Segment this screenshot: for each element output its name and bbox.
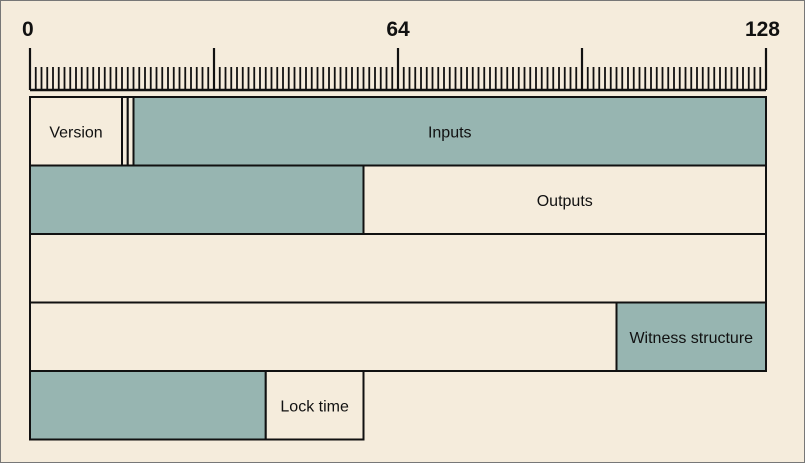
field-label-outputs: Outputs [537, 193, 593, 210]
scale-label-128: 128 [745, 18, 780, 41]
field-outputs [362, 164, 767, 235]
field-label-lock-time: Lock time [280, 398, 349, 415]
field-label-inputs: Inputs [428, 124, 472, 141]
row-1: Version Inputs [29, 96, 767, 167]
row-5: Lock time [29, 370, 365, 441]
row-3 [29, 233, 767, 304]
field-outputs-cont [29, 233, 767, 304]
field-inputs-cont [29, 164, 365, 235]
field-witness-cont [29, 370, 267, 441]
row-2: Outputs [29, 164, 767, 235]
field-witness-structure [615, 301, 767, 372]
scale-label-0: 0 [22, 18, 34, 41]
field-label-witness-structure: Witness structure [629, 330, 753, 347]
row-4: Witness structure [29, 301, 767, 372]
field-outputs-cont-2 [29, 301, 618, 372]
field-label-version: Version [49, 124, 102, 141]
scale-label-64: 64 [386, 18, 410, 41]
field-lock-time [264, 370, 365, 441]
bit-ruler: 0 64 128 [22, 18, 780, 92]
